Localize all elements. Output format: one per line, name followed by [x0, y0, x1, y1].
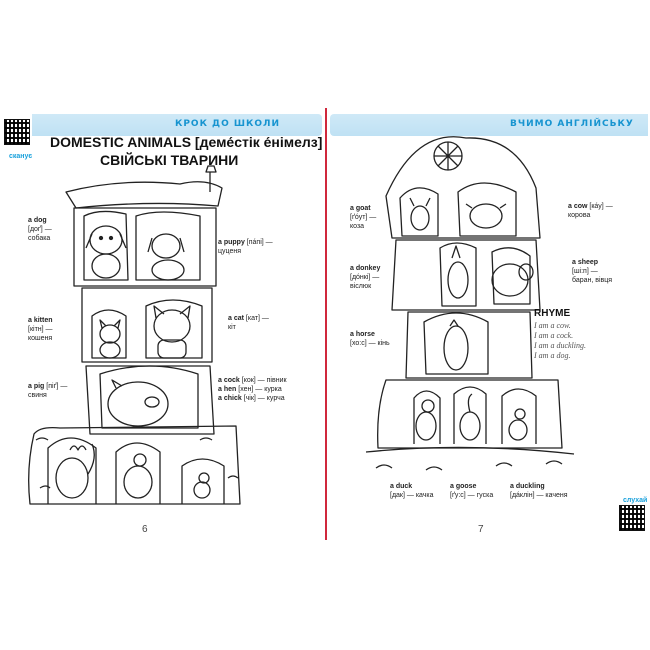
rhyme-line: I am a dog.: [534, 351, 571, 360]
word-goat: a goat [ґóут] — коза: [350, 205, 377, 230]
rhyme-line: I am a cock.: [534, 331, 574, 340]
rhyme-line: I am a duckling.: [534, 341, 586, 350]
word-sheep: a sheep [ші:п] — баран, вівця: [572, 259, 613, 284]
book-spine: [325, 108, 327, 540]
word-chick: a chick [чік] — курча: [218, 395, 285, 402]
book-spread: КРОК ДО ШКОЛИ сканує DOMESTIC ANIMALS [д…: [0, 108, 650, 540]
rhyme-box: RHYME I am a cow. I am a cock. I am a du…: [534, 308, 586, 361]
word-pig: a pig [піґ] — свиня: [28, 383, 68, 399]
qr-code-icon[interactable]: [4, 119, 30, 145]
left-header-ribbon: КРОК ДО ШКОЛИ: [32, 114, 322, 136]
left-page: КРОК ДО ШКОЛИ сканує DOMESTIC ANIMALS [д…: [0, 108, 340, 540]
page-number-right: 7: [478, 524, 484, 535]
animal-tower-illustration: [28, 165, 241, 505]
listen-badge: слухай: [623, 497, 648, 504]
word-duckling: a duckling [дáклін] — каченя: [510, 483, 568, 499]
word-cock: a cock [кок] — півник: [218, 377, 287, 384]
rhyme-line: I am a cow.: [534, 321, 571, 330]
page-title-en: DOMESTIC ANIMALS [деме́стік е́німелз] —: [50, 134, 341, 150]
word-cow: a cow [кáу] — корова: [568, 203, 613, 219]
word-duck: a duck [дак] — качка: [390, 483, 434, 499]
word-puppy: a puppy [пáпі] — цуценя: [218, 239, 273, 255]
word-donkey: a donkey [дóнкі] — віслюк: [350, 265, 381, 290]
word-kitten: a kitten [кітн] — кошеня: [28, 317, 53, 342]
qr-code-icon[interactable]: [619, 505, 645, 531]
barn-tower-illustration: [365, 136, 575, 471]
page-number-left: 6: [142, 524, 148, 535]
word-hen: a hen [хен] — курка: [218, 386, 282, 393]
word-horse: a horse [хо:с] — кінь: [350, 331, 390, 347]
word-cat: a cat [кат] — кіт: [228, 315, 269, 331]
word-goose: a goose [ґу:с] — гуска: [450, 483, 494, 499]
right-header-ribbon: ВЧИМО АНГЛІЙСЬКУ: [330, 114, 648, 136]
right-page: ВЧИМО АНГЛІЙСЬКУ: [326, 108, 650, 540]
page-title-ua: СВІЙСЬКІ ТВАРИНИ: [100, 152, 239, 168]
rhyme-title: RHYME: [534, 308, 571, 319]
scan-badge: сканує: [9, 153, 33, 160]
right-header-title: ВЧИМО АНГЛІЙСЬКУ: [510, 119, 634, 129]
word-dog: a dog [доґ] — собака: [28, 217, 52, 242]
left-header-title: КРОК ДО ШКОЛИ: [174, 119, 280, 129]
